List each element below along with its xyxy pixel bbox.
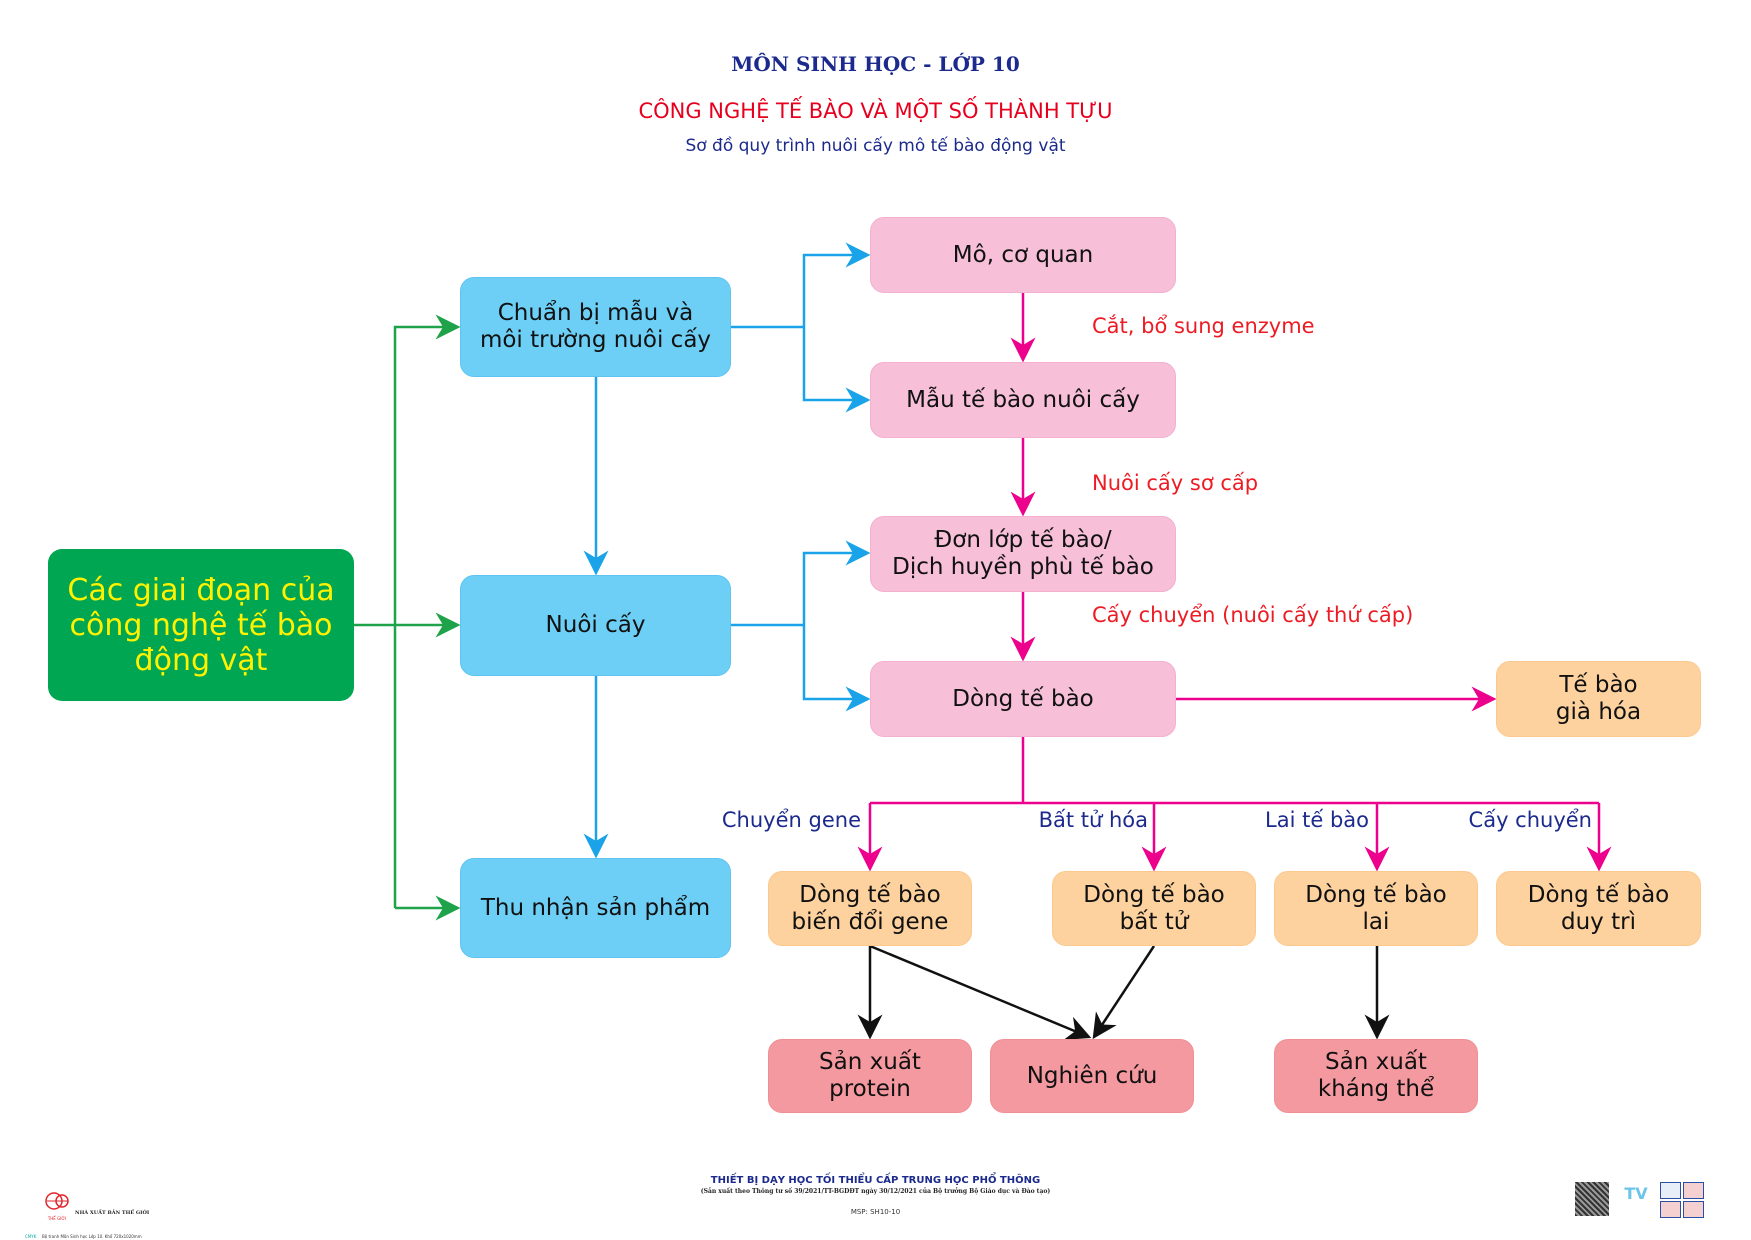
node-antibody: Sản xuất kháng thể [1274, 1039, 1478, 1113]
certification-badges [1660, 1182, 1704, 1218]
label-primary: Nuôi cấy sơ cấp [1092, 471, 1259, 495]
node-tissue: Mô, cơ quan [870, 217, 1176, 293]
node-cell-line: Dòng tế bào [870, 661, 1176, 737]
node-root: Các giai đoạn của công nghệ tế bào động … [48, 549, 354, 701]
arrow-immortal-research [1092, 945, 1156, 1040]
node-research: Nghiên cứu [990, 1039, 1194, 1113]
cmyk-mark: CMYK [25, 1234, 37, 1239]
label-fusion: Lai tế bào [1265, 808, 1369, 832]
arrow-culture-cellline [802, 625, 871, 712]
node-protein: Sản xuất protein [768, 1039, 972, 1113]
node-culture: Nuôi cấy [460, 575, 731, 676]
node-immortal: Dòng tế bào bất tử [1052, 871, 1256, 946]
cert-badge-icon [1683, 1182, 1704, 1199]
node-prep: Chuẩn bị mẫu và môi trường nuôi cấy [460, 277, 731, 377]
publisher-logo: THẾ GIỚI [44, 1190, 70, 1221]
footer-regulation: (Sản xuất theo Thông tư số 39/2021/TT-BG… [700, 1188, 1051, 1195]
label-immortalize: Bất tử hóa [1038, 808, 1148, 832]
node-monolayer: Đơn lớp tế bào/ Dịch huyền phù tế bào [870, 516, 1176, 592]
arrow-culture-monolayer [802, 540, 871, 625]
footer-program: THIẾT BỊ DẠY HỌC TỐI THIỂU CẤP TRUNG HỌC… [710, 1175, 1041, 1186]
topic-title: CÔNG NGHỆ TẾ BÀO VÀ MỘT SỐ THÀNH TỰU [638, 99, 1113, 123]
node-maintained: Dòng tế bào duy trì [1496, 871, 1701, 946]
label-subculture: Cấy chuyển [1468, 808, 1592, 832]
arrow-prep-tissue [802, 242, 871, 327]
node-transgenic: Dòng tế bào biến đổi gene [768, 871, 972, 946]
cert-badge-icon [1660, 1182, 1681, 1199]
node-sample: Mẫu tế bào nuôi cấy [870, 362, 1176, 438]
cert-badge-icon [1683, 1201, 1704, 1218]
diagram-subtitle: Sơ đồ quy trình nuôi cấy mô tế bào động … [685, 136, 1066, 156]
publisher-name: NHÀ XUẤT BẢN THẾ GIỚI [75, 1210, 150, 1216]
cert-badge-icon [1660, 1201, 1681, 1218]
node-harvest: Thu nhận sản phẩm [460, 858, 731, 958]
label-gene-transfer: Chuyển gene [721, 808, 861, 832]
footer-code: MSP: SH10-10 [850, 1208, 901, 1216]
node-hybrid: Dòng tế bào lai [1274, 871, 1478, 946]
node-aged: Tế bào già hóa [1496, 661, 1701, 737]
arrow-transgenic-research [869, 944, 1092, 1040]
arrow-prep-sample [802, 327, 871, 413]
label-secondary: Cấy chuyển (nuôi cấy thứ cấp) [1092, 603, 1414, 627]
tv-logo-icon: TV [1624, 1184, 1648, 1203]
qr-code [1575, 1182, 1609, 1216]
arrow-root-prep [393, 314, 461, 908]
subject-title: MÔN SINH HỌC - LỚP 10 [731, 52, 1020, 76]
print-info: Bộ tranh Môn Sinh học Lớp 10. Khổ 720x10… [42, 1234, 142, 1239]
label-cut-enzyme: Cắt, bổ sung enzyme [1092, 314, 1315, 338]
